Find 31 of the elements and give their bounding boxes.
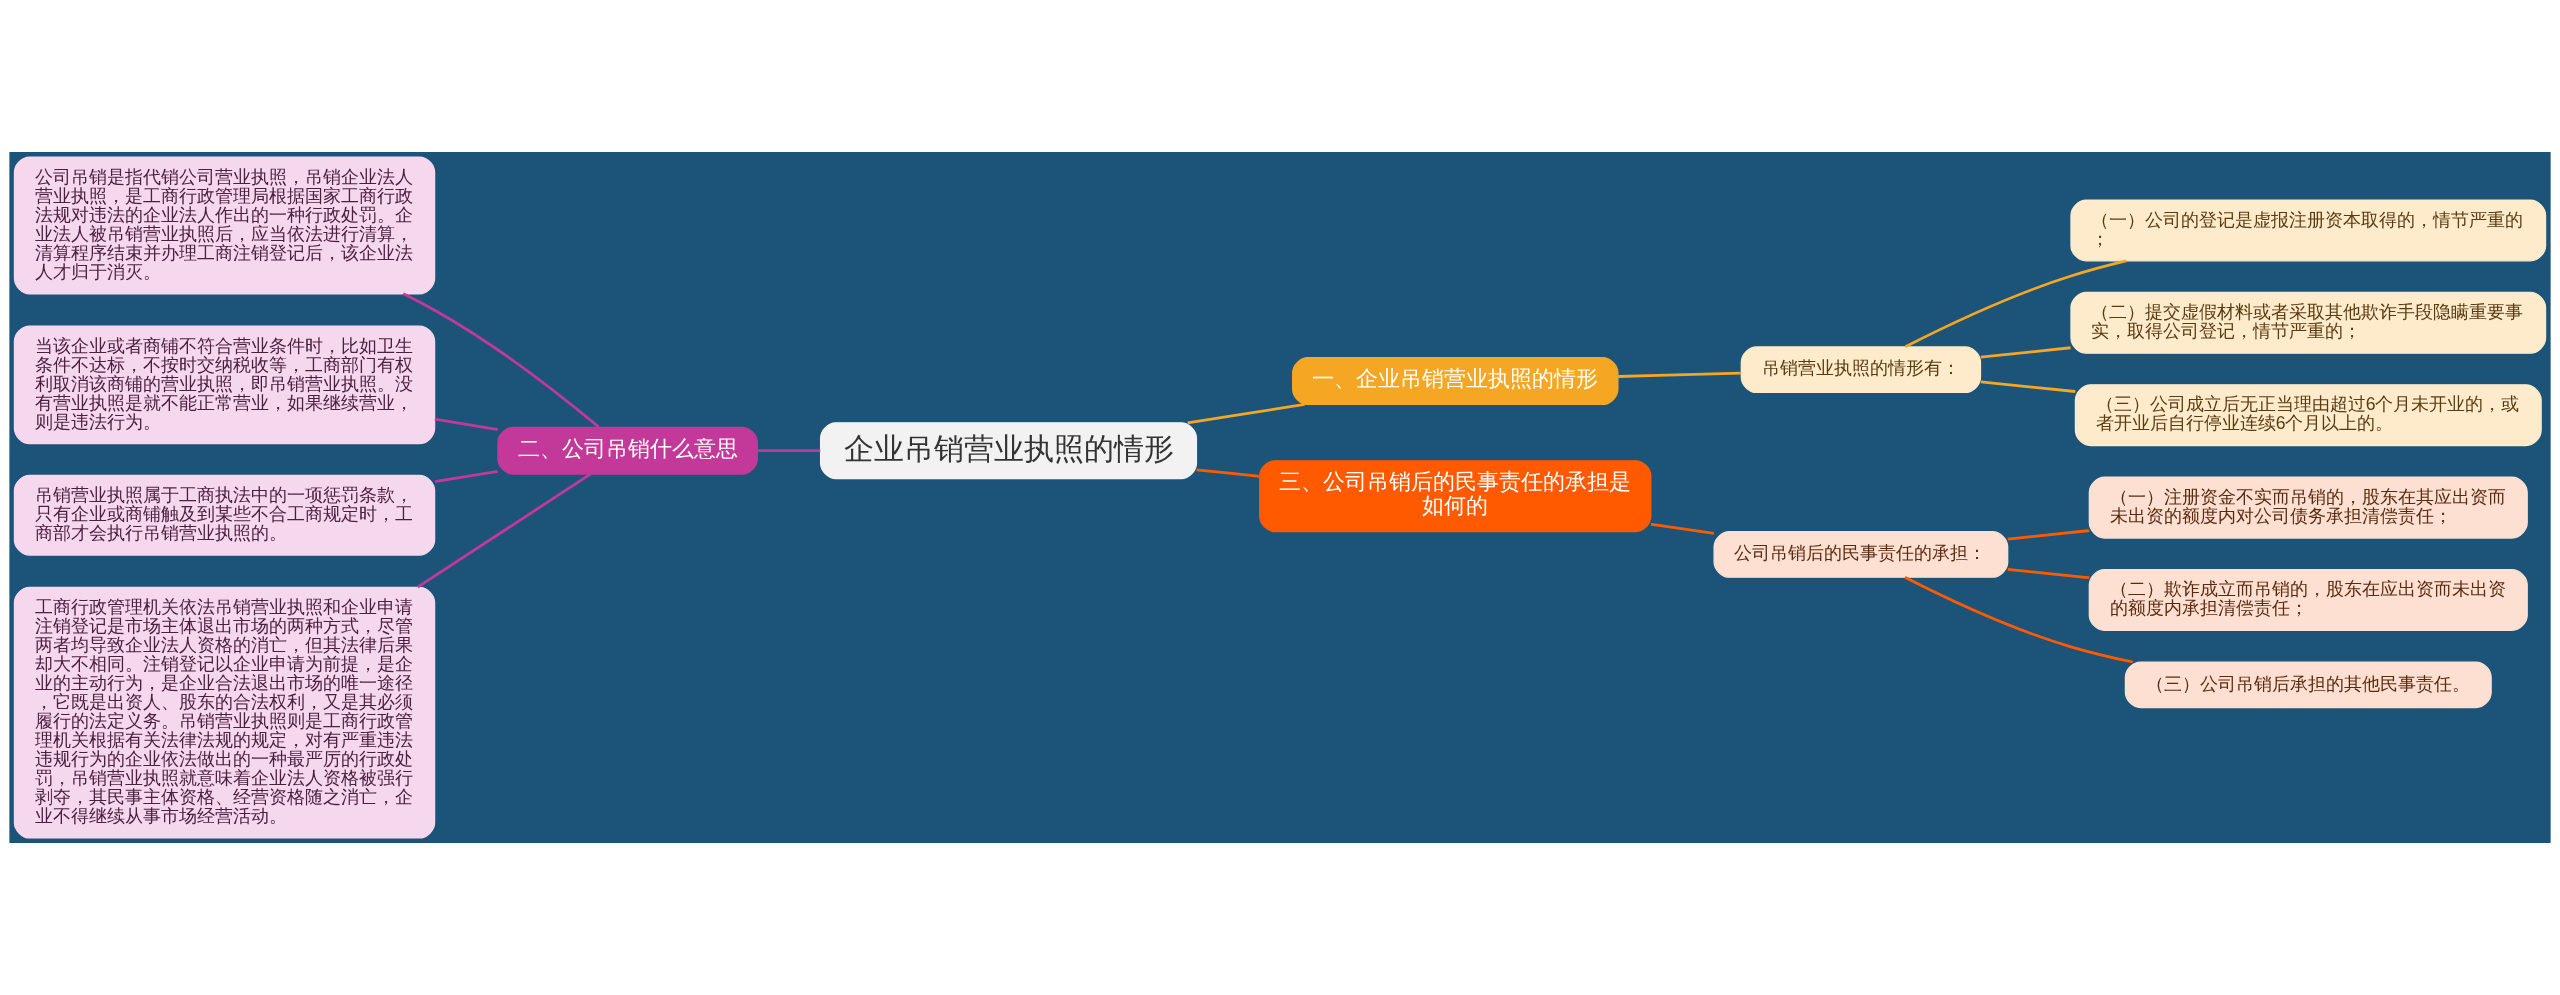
connector bbox=[1196, 468, 1260, 478]
node-box: 工商行政管理机关依法吊销营业执照和企业申请注销登记是市场主体退出市场的两种方式，尽管两者均导致企业法人资格的消亡，但其法律后果却大不相同。注销登记以企业申请为前提，是企业的主动行为，是企业合法退出市场的唯一途径，它既是出资人、股东的合法权利，又是其必须履行的法定义务。吊销营业执照则是工商行政管理机关根据有关法律法规的规定，对有严重违法违规行为的企业依法做出的一种最严厉的行政处罚，吊销营业执照就意味着企业法人资格被强行剥夺，其民事主体资格、经营资格随之消亡，企业不得继续从事市场经营活动。 bbox=[13, 586, 436, 839]
node-box: 二、公司吊销什么意思 bbox=[497, 426, 758, 475]
node-box: 公司吊销后的民事责任的承担： bbox=[1713, 531, 2009, 578]
node-box: 当该企业或者商铺不符合营业条件时，比如卫生条件不达标，不按时交纳税收等，工商部门有权利取消该商铺的营业执照，即吊销营业执照。没有营业执照是就不能正常营业，如果继续营业，则是违法行为。 bbox=[13, 325, 436, 445]
node-box: （二）欺诈成立而吊销的，股东在应出资而未出资的额度内承担清偿责任； bbox=[2088, 569, 2528, 631]
connector bbox=[1904, 259, 2127, 348]
node-box: 企业吊销营业执照的情形 bbox=[819, 422, 1198, 480]
connector bbox=[417, 473, 592, 589]
connector bbox=[1618, 371, 1741, 378]
node-box: （三）公司吊销后承担的其他民事责任。 bbox=[2124, 661, 2492, 709]
connector bbox=[1187, 403, 1305, 425]
connector bbox=[434, 417, 498, 431]
connector bbox=[1650, 522, 1714, 535]
connector bbox=[402, 292, 600, 428]
connector bbox=[1904, 576, 2134, 664]
node-box: （三）公司成立后无正当理由超过6个月未开业的，或者开业后自行停业连续6个月以上的。 bbox=[2074, 384, 2542, 447]
connector bbox=[1980, 380, 2076, 393]
node-box: （一）公司的登记是虚报注册资本取得的，情节严重的； bbox=[2070, 199, 2547, 262]
node-box: 公司吊销是指代销公司营业执照，吊销企业法人营业执照，是工商行政管理局根据国家工商行政法规对违法的企业法人作出的一种行政处罚。企业法人被吊销营业执照后，应当依法进行清算，清算程序结束并办理工商注销登记后，该企业法人才归于消灭。 bbox=[13, 156, 436, 295]
node-box: （一）注册资金不实而吊销的，股东在其应出资而未出资的额度内对公司债务承担清偿责任； bbox=[2088, 476, 2528, 539]
connector bbox=[757, 449, 821, 453]
node-box: 吊销营业执照属于工商执法中的一项惩罚条款，只有企业或商铺触及到某些不合工商规定时，工商部才会执行吊销营业执照的。 bbox=[13, 474, 436, 556]
connector bbox=[1980, 346, 2071, 359]
connector bbox=[434, 470, 498, 483]
connector bbox=[2007, 568, 2090, 580]
node-box: 一、企业吊销营业执照的情形 bbox=[1292, 357, 1619, 406]
node-box: 三、公司吊销后的民事责任的承担是如何的 bbox=[1259, 460, 1652, 533]
node-box: 吊销营业执照的情形有： bbox=[1740, 346, 1982, 394]
node-box: （二）提交虚假材料或者采取其他欺诈手段隐瞒重要事实，取得公司登记，情节严重的； bbox=[2070, 291, 2547, 354]
connector bbox=[2007, 529, 2090, 541]
